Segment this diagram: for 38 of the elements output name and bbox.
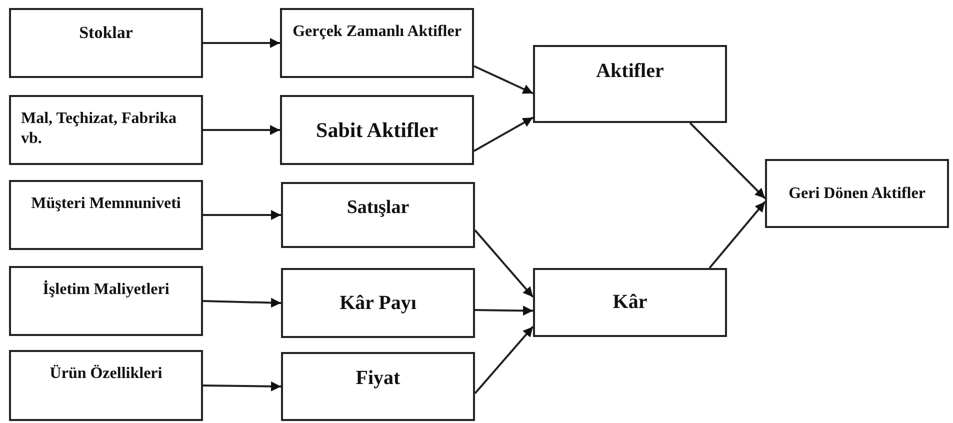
- arrow: [474, 326, 534, 394]
- arrow: [474, 116, 534, 152]
- process-box: [533, 268, 727, 337]
- process-box: [9, 8, 203, 78]
- process-box: [9, 266, 203, 336]
- arrow: [474, 306, 534, 316]
- box-label: Stoklar: [79, 22, 133, 44]
- box-label: Satışlar: [346, 196, 410, 220]
- box-label: İşletim Maliyetleri: [42, 280, 170, 300]
- box-label: Kâr Payı: [340, 290, 416, 316]
- box-label: Aktifler: [596, 59, 664, 84]
- process-box: [533, 45, 727, 123]
- arrow: [203, 210, 281, 220]
- process-box: [9, 95, 203, 165]
- arrow: [202, 381, 282, 392]
- arrow: [203, 125, 280, 135]
- arrow: [202, 298, 282, 308]
- process-box: [281, 182, 475, 248]
- arrow: [474, 230, 534, 298]
- box-label: Geri Dönen Aktifler: [788, 184, 926, 204]
- box-label: Sabit Aktifler: [316, 116, 438, 144]
- process-box: [281, 268, 475, 338]
- process-box: [280, 8, 474, 78]
- box-label: Mal, Teçhizat, Fabrika vb.: [21, 109, 178, 149]
- box-label: Müşteri Memnuniveti: [31, 194, 181, 214]
- arrow: [203, 38, 280, 48]
- arrow: [689, 122, 766, 200]
- arrow: [708, 201, 766, 269]
- box-label: Fiyat: [356, 366, 400, 391]
- process-box: [280, 95, 474, 165]
- box-label: Ürün Özellikleri: [50, 364, 162, 384]
- box-label: Gerçek Zamanlı Aktifler: [292, 22, 462, 42]
- process-box: [9, 180, 203, 250]
- process-box: [765, 159, 949, 228]
- process-box: [9, 350, 203, 421]
- box-label: Kâr: [612, 290, 648, 315]
- process-box: [281, 352, 475, 421]
- arrow: [474, 65, 534, 94]
